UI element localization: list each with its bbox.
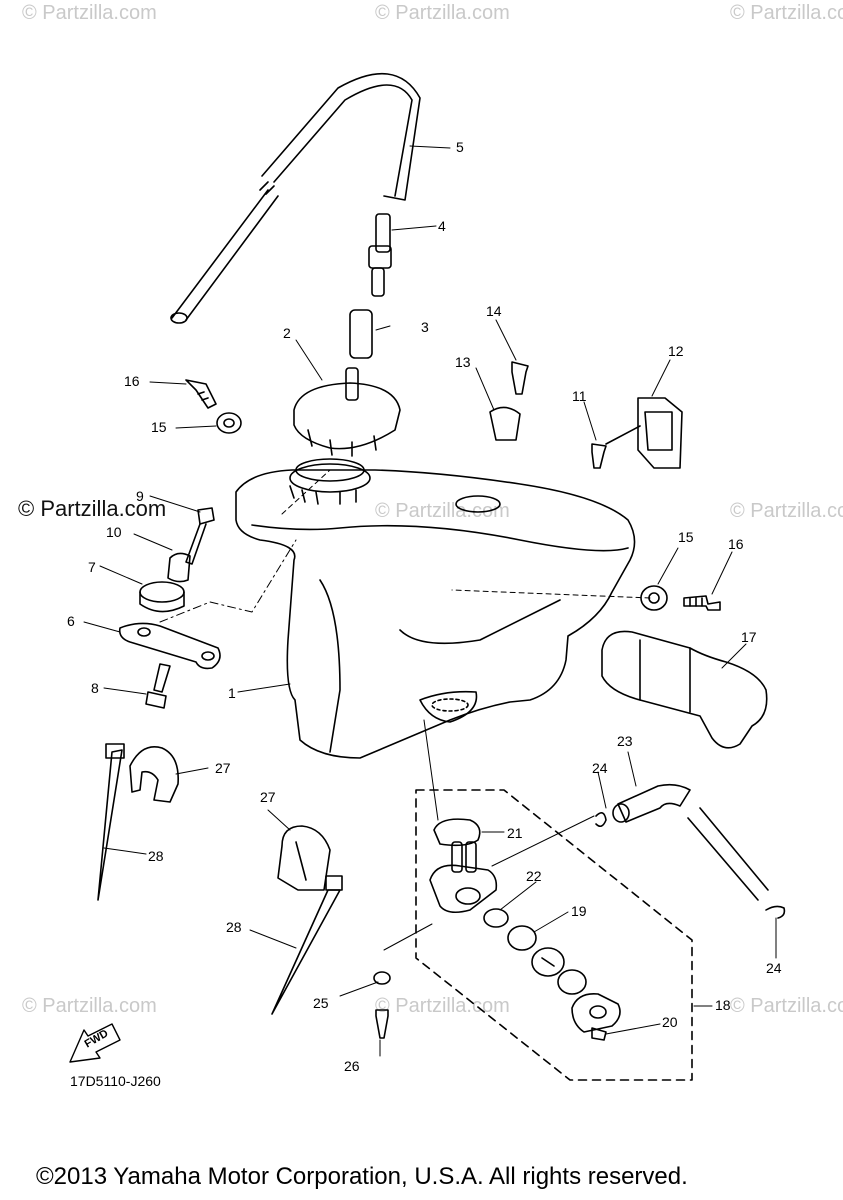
screw-26 [375,1009,389,1039]
callout-13: 13 [455,354,471,370]
callout-26: 26 [344,1058,360,1074]
callout-18: 18 [715,997,731,1013]
fwd-arrow-icon [69,1023,121,1063]
callout-16-left: 16 [124,373,140,389]
callout-4: 4 [438,218,446,234]
leader-lines [83,145,777,1057]
hose-fitting [368,213,392,297]
band-28-left [97,743,125,901]
callout-25: 25 [313,995,329,1011]
diagram-code: 17D5110-J260 [70,1073,161,1089]
tank-pad [601,630,768,749]
callout-23: 23 [617,733,633,749]
watermark-top-right: © Partzilla.com [730,2,843,24]
bolt-right [683,595,721,611]
screw-11 [591,443,607,469]
callout-15-left: 15 [151,419,167,435]
bolt-8 [145,663,171,709]
callout-22: 22 [526,868,542,884]
clip-24-upper [595,812,607,828]
damper-7 [139,581,185,613]
fuel-cock [429,841,498,914]
clamp-27-center [277,825,331,891]
watermark-top-center: © Partzilla.com [375,2,510,24]
callout-3: 3 [421,319,429,335]
watermark-mid-right: © Partzilla.com [730,500,843,522]
clip-12 [605,397,683,469]
callout-6: 6 [67,613,75,629]
o-ring-22 [483,908,509,928]
screw-left [185,379,217,409]
screw-14 [511,361,529,395]
gasket-21 [433,818,481,847]
callout-28-left: 28 [148,848,164,864]
callout-5: 5 [456,139,464,155]
callout-7: 7 [88,559,96,575]
watermark-low-right: © Partzilla.com [730,995,843,1017]
collar-13 [489,406,521,441]
damper-left [216,412,242,434]
callout-24-lower: 24 [766,960,782,976]
callout-21: 21 [507,825,523,841]
partzilla-watermark: © Partzilla.com [18,496,167,521]
callout-11: 11 [572,388,587,404]
callout-24-upper: 24 [592,760,608,776]
callout-12: 12 [668,343,684,359]
callout-28-center: 28 [226,919,242,935]
fuel-tank [235,458,636,759]
clamp-27-left [129,746,179,803]
callout-9: 9 [136,488,144,504]
fuel-cock-assembly-box [415,789,693,1081]
lever-assembly [531,947,587,995]
fuel-hose [612,783,769,901]
cover-plate [571,992,621,1033]
washer-25 [373,971,391,985]
callout-2: 2 [283,325,291,341]
callout-19: 19 [571,903,587,919]
callout-15-right: 15 [678,529,694,545]
callout-16-right: 16 [728,536,744,552]
watermark-top-left: © Partzilla.com [22,2,157,24]
callout-27-right: 27 [215,760,231,776]
short-pipe [349,309,373,359]
band-28-center [271,875,343,1015]
callout-10: 10 [106,524,122,540]
copyright-notice: ©2013 Yamaha Motor Corporation, U.S.A. A… [36,1163,688,1190]
fuel-cap [293,367,401,457]
watermark-low-center: © Partzilla.com [375,995,510,1017]
breather-hose [170,72,421,324]
filter-19 [507,925,537,951]
collar-10 [167,552,191,583]
callout-8: 8 [91,680,99,696]
clip-24-lower [765,905,786,919]
callout-20: 20 [662,1014,678,1030]
watermark-low-left: © Partzilla.com [22,995,157,1017]
callout-14: 14 [486,303,502,319]
bracket-6 [118,622,221,670]
screw-20 [591,1027,607,1041]
callout-27-center: 27 [260,789,276,805]
callout-17: 17 [741,629,757,645]
watermark-mid-center: © Partzilla.com [375,500,510,522]
callout-1: 1 [228,685,236,701]
